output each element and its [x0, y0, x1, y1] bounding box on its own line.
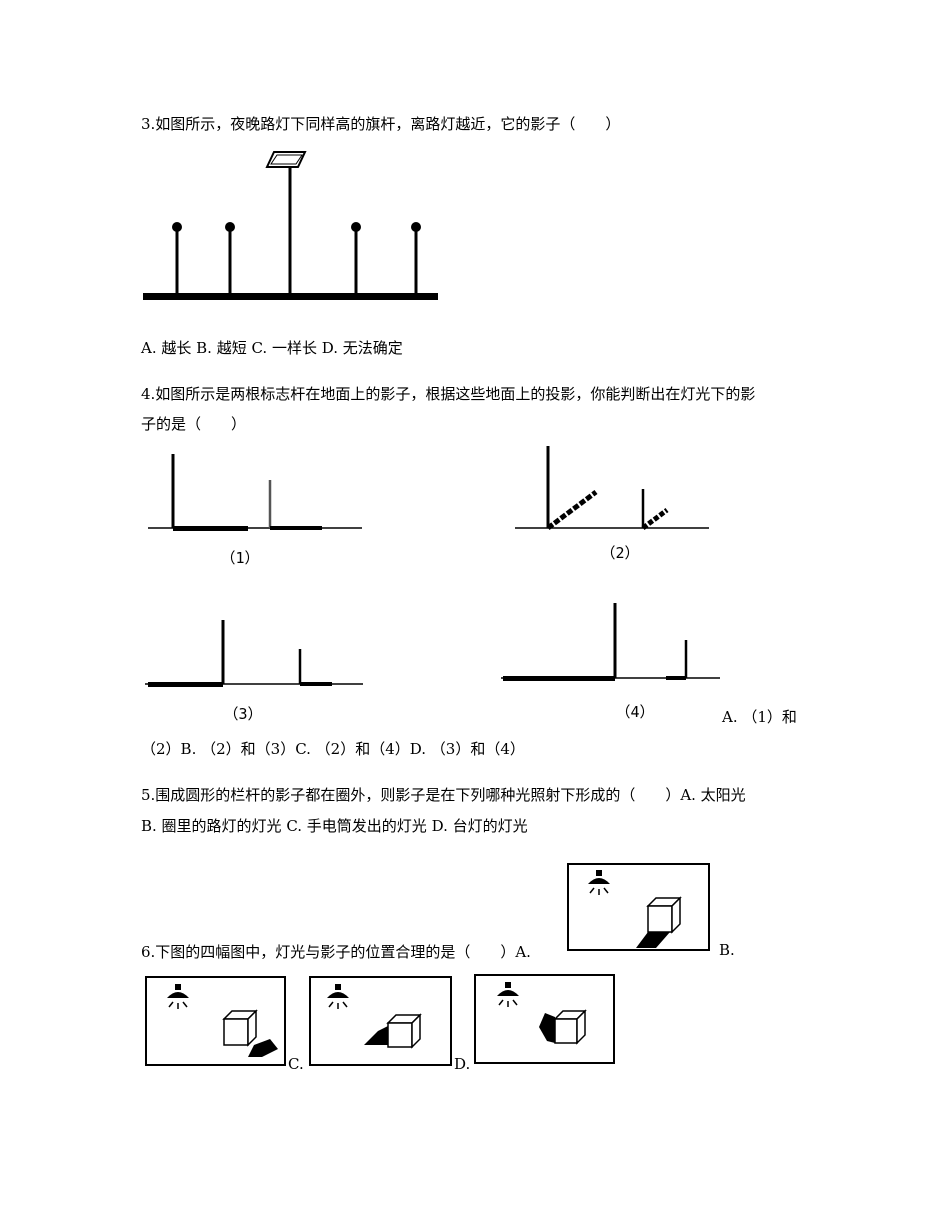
q4-fig-label-2: （2）: [600, 544, 639, 562]
q6-option-a-image: [567, 863, 710, 951]
q6-label-d: D.: [454, 1055, 471, 1073]
q3-options: A. 越长 B. 越短 C. 一样长 D. 无法确定: [141, 339, 403, 357]
q6-option-c-image: [309, 976, 452, 1066]
q4-stem-line2: 子的是（ ）: [141, 415, 247, 433]
q4-fig-label-3: （3）: [223, 705, 262, 723]
q4-figure-3: （3）: [145, 620, 363, 723]
q4-stem-line1: 4.如图所示是两根标志杆在地面上的影子，根据这些地面上的投影，你能判断出在灯光下…: [141, 385, 756, 403]
q6-label-c: C.: [288, 1055, 304, 1073]
q3-stem: 3.如图所示，夜晚路灯下同样高的旗杆，离路灯越近，它的影子（ ）: [141, 115, 621, 133]
q3-streetlight-figure: [143, 151, 438, 300]
q6-stem: 6.下图的四幅图中，灯光与影子的位置合理的是（ ）A.: [141, 943, 531, 961]
lamp-icon: [588, 870, 610, 895]
q4-figure-1: （1）: [148, 454, 362, 567]
q4-fig-label-4: （4）: [615, 703, 654, 721]
q4-figure-2: （2）: [515, 446, 709, 562]
q6-option-d-image: [474, 974, 615, 1064]
lamp-icon: [167, 984, 189, 1009]
q4-options-part2: （2）B. （2）和（3）C. （2）和（4）D. （3）和（4）: [141, 740, 525, 758]
q5-line1: 5.围成圆形的栏杆的影子都在圈外，则影子是在下列哪种光照射下形成的（ ）A. 太…: [141, 786, 746, 804]
q4-figure-4: （4）: [501, 603, 720, 721]
lamp-icon: [327, 984, 349, 1009]
q4-fig-label-1: （1）: [220, 549, 259, 567]
q5-line2: B. 圈里的路灯的灯光 C. 手电筒发出的灯光 D. 台灯的灯光: [141, 817, 528, 835]
q4-options-part1: A. （1）和: [722, 708, 797, 726]
lamp-icon: [497, 982, 519, 1007]
q6-option-b-image: [145, 976, 286, 1066]
q6-label-b: B.: [719, 941, 735, 959]
